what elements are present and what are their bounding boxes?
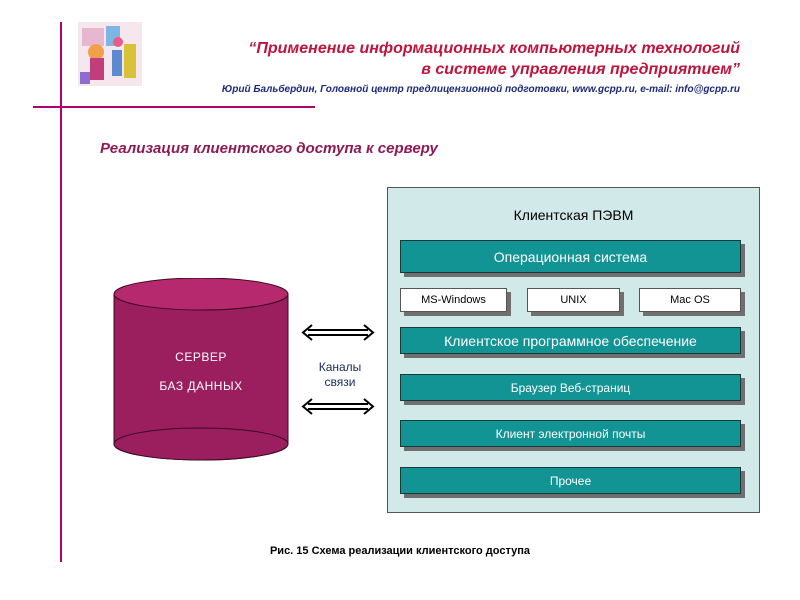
os-bar: Операционная система	[400, 240, 741, 273]
os-option-ms-windows: MS-Windows	[400, 288, 507, 312]
client-pc-title: Клиентская ПЭВМ	[513, 207, 634, 223]
left-divider-line	[60, 22, 62, 562]
other-bar: Прочее	[400, 467, 741, 494]
browser-bar: Браузер Веб-страниц	[400, 374, 741, 401]
os-option-mac-os: Mac OS	[639, 288, 741, 312]
client-software-bar: Клиентское программное обеспечение	[400, 327, 741, 354]
bidirectional-arrow-icon	[301, 324, 375, 341]
server-label-line2: БАЗ ДАННЫХ	[159, 379, 243, 393]
server-label-line1: СЕРВЕР	[175, 350, 227, 364]
server-cylinder	[113, 278, 289, 461]
slide-subtitle: Реализация клиентского доступа к серверу	[100, 140, 438, 157]
header-divider-line	[33, 106, 315, 108]
figure-caption: Рис. 15 Схема реализации клиентского дос…	[269, 545, 531, 557]
channels-label: Каналы связи	[318, 360, 362, 389]
author-line: Юрий Бальбердин, Головной центр предлице…	[221, 84, 740, 95]
os-option-unix: UNIX	[527, 288, 620, 312]
presentation-title: “Применение информационных компьютерных …	[248, 40, 740, 78]
mail-client-bar: Клиент электронной почты	[400, 420, 741, 447]
logo-icon	[78, 22, 142, 86]
bidirectional-arrow-icon	[301, 398, 375, 415]
